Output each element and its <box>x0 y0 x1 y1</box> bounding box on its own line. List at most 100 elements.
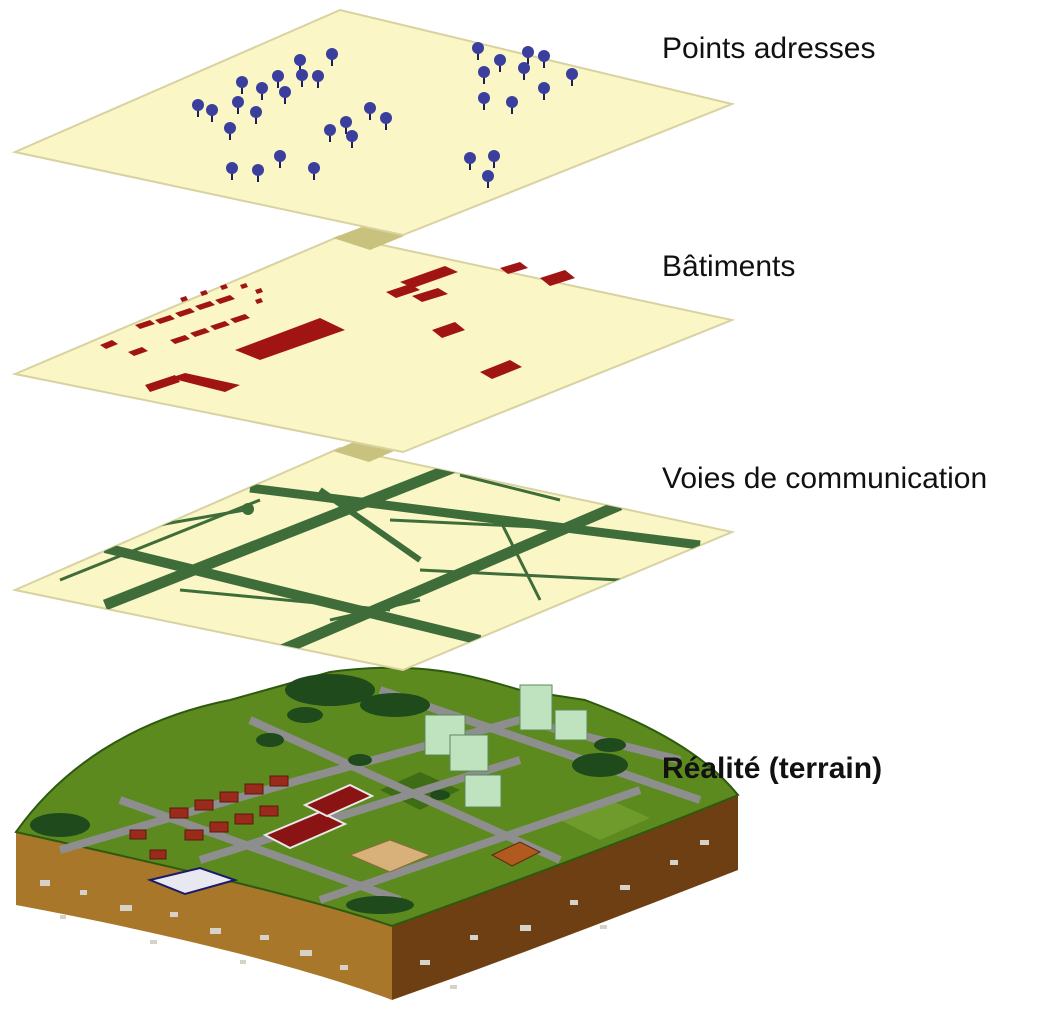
rock <box>470 935 478 940</box>
tower <box>449 734 489 772</box>
ballfield <box>348 839 432 873</box>
address-pin-icon <box>252 164 264 182</box>
building-footprint <box>190 328 210 337</box>
pin-head <box>364 102 376 114</box>
building-footprint <box>255 298 263 304</box>
rock <box>260 935 269 940</box>
church-building <box>490 841 542 867</box>
pin-head <box>224 122 236 134</box>
address-pin-icon <box>478 92 490 110</box>
tree-cluster <box>430 790 450 800</box>
label-batiments: Bâtiments <box>662 250 796 283</box>
address-pin-icon <box>279 86 291 104</box>
building-footprint <box>432 322 465 338</box>
minor-road <box>419 568 621 582</box>
pin-head <box>324 124 336 136</box>
house <box>149 849 167 860</box>
minor-road <box>179 588 391 612</box>
house <box>169 807 189 819</box>
building-footprint <box>180 296 188 302</box>
building-footprint <box>170 373 240 392</box>
pin-head <box>232 96 244 108</box>
tree-cluster <box>287 707 323 723</box>
address-pin-icon <box>324 124 336 142</box>
pin-head <box>312 70 324 82</box>
tree-cluster <box>360 693 430 717</box>
pin-head <box>192 99 204 111</box>
minor-road <box>459 473 561 502</box>
address-pin-icon <box>272 70 284 88</box>
address-pin-icon <box>566 68 578 86</box>
terrain-trees <box>30 674 628 914</box>
address-pin-icon <box>488 150 500 168</box>
address-pin-icon <box>326 48 338 66</box>
buildings-plane <box>11 234 736 454</box>
addresses-layer <box>11 8 736 237</box>
soil-rocks <box>40 840 709 989</box>
rock <box>600 925 607 929</box>
pin-head <box>478 92 490 104</box>
building-footprint <box>200 290 208 296</box>
building-footprint <box>128 347 148 356</box>
pin-head <box>380 112 392 124</box>
major-road <box>249 483 701 550</box>
building-footprint <box>255 288 263 294</box>
rock <box>40 880 50 886</box>
pin-head <box>272 70 284 82</box>
major-road <box>103 543 482 645</box>
building-footprint <box>155 315 175 324</box>
large-building <box>262 810 348 850</box>
pin-head <box>472 42 484 54</box>
buildings-layer <box>11 225 736 454</box>
field-patch <box>560 800 650 840</box>
rock <box>60 915 66 919</box>
label-voies-de-communication: Voies de communication <box>662 462 988 495</box>
road <box>318 487 422 563</box>
house <box>129 829 147 840</box>
pin-head <box>340 116 352 128</box>
rock <box>520 925 531 931</box>
pin-head <box>274 150 286 162</box>
pin-head <box>522 46 534 58</box>
tree-cluster <box>594 738 626 752</box>
pin-head <box>464 152 476 164</box>
address-pin-icon <box>312 70 324 88</box>
address-pin-icon <box>364 102 376 120</box>
building-footprints <box>100 262 575 392</box>
house <box>259 805 279 817</box>
building-footprint <box>540 270 575 286</box>
building-footprint <box>386 284 420 298</box>
pin-head <box>250 106 262 118</box>
pin-head <box>478 66 490 78</box>
school-building <box>146 866 239 896</box>
rock <box>620 885 630 890</box>
terrain-towers <box>424 684 588 808</box>
building-footprint <box>215 295 235 304</box>
house <box>194 799 214 811</box>
building-footprint <box>170 335 190 344</box>
cul-de-sac <box>242 503 254 515</box>
rock <box>120 905 132 911</box>
rock <box>670 860 678 865</box>
address-pin-icon <box>206 104 218 122</box>
pin-head <box>482 170 494 182</box>
paved-road <box>318 786 642 904</box>
tree-cluster <box>30 813 90 837</box>
address-pin-icon <box>482 170 494 188</box>
address-pin-icon <box>522 46 534 64</box>
pin-head <box>256 82 268 94</box>
soil-right-face <box>392 795 738 1000</box>
terrain-houses <box>129 775 289 860</box>
pin-head <box>326 48 338 60</box>
pin-head <box>308 162 320 174</box>
pin-head <box>236 76 248 88</box>
pin-head <box>296 69 308 81</box>
address-pin-icon <box>274 150 286 168</box>
address-pin-icon <box>464 152 476 170</box>
tree-cluster <box>285 674 375 706</box>
building-footprint <box>400 266 458 288</box>
pin-head <box>518 62 530 74</box>
address-pin-icon <box>472 42 484 60</box>
rock <box>240 960 246 964</box>
